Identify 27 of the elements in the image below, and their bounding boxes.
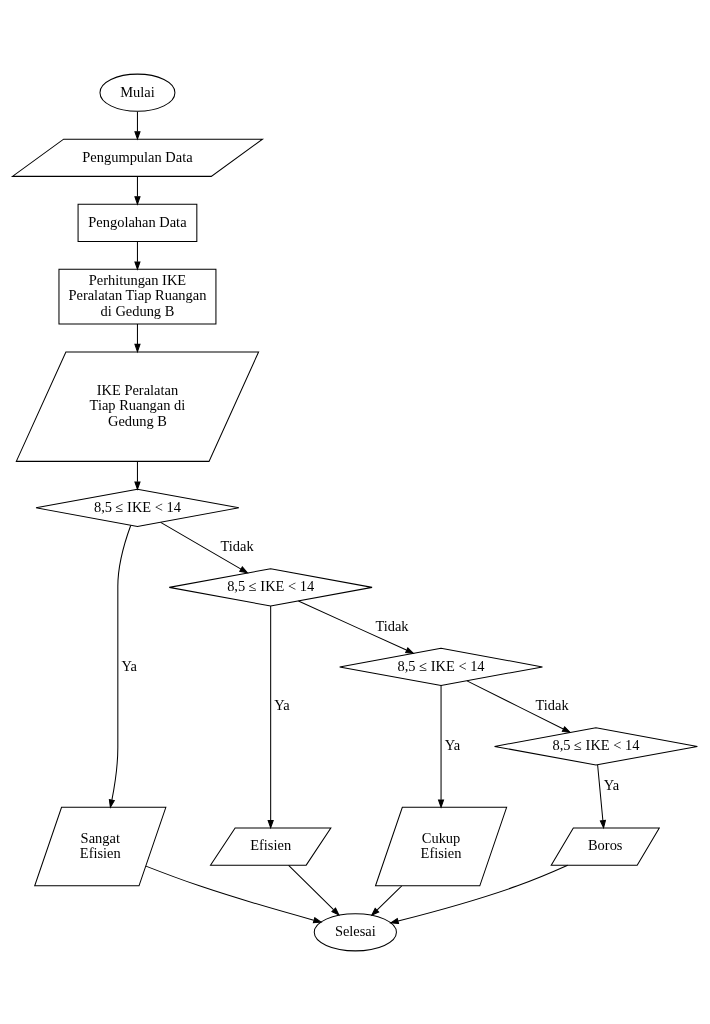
edge-label: Tidak xyxy=(220,537,254,554)
node-box: Pengolahan Data xyxy=(77,203,198,242)
node-ellipse: Mulai xyxy=(99,73,176,112)
arrow xyxy=(597,763,607,829)
node-box: Perhitungan IKE Peralatan Tiap Ruangan di Gedung B xyxy=(58,268,217,325)
arrow xyxy=(267,605,274,829)
arrow xyxy=(134,240,141,271)
node-diamond: 8,5 ≤ IKE < 14 xyxy=(35,488,240,527)
arrow xyxy=(288,864,340,916)
edge-label: Tidak xyxy=(535,696,569,713)
edge-label: Ya xyxy=(121,657,137,674)
arrow xyxy=(297,600,415,654)
edge-label: Ya xyxy=(444,736,461,753)
edge-label: Tidak xyxy=(375,617,409,634)
arrow xyxy=(134,175,141,206)
edge-label: Ya xyxy=(274,696,290,713)
arrow xyxy=(134,110,141,141)
arrow xyxy=(466,679,572,733)
arrow xyxy=(134,323,141,353)
arrow xyxy=(145,865,323,923)
arrow xyxy=(389,864,569,924)
arrow xyxy=(370,885,403,916)
arrow xyxy=(437,684,445,809)
edge-label: Ya xyxy=(603,776,620,793)
arrow xyxy=(160,521,249,574)
arrow xyxy=(108,524,132,809)
arrow xyxy=(134,460,141,491)
